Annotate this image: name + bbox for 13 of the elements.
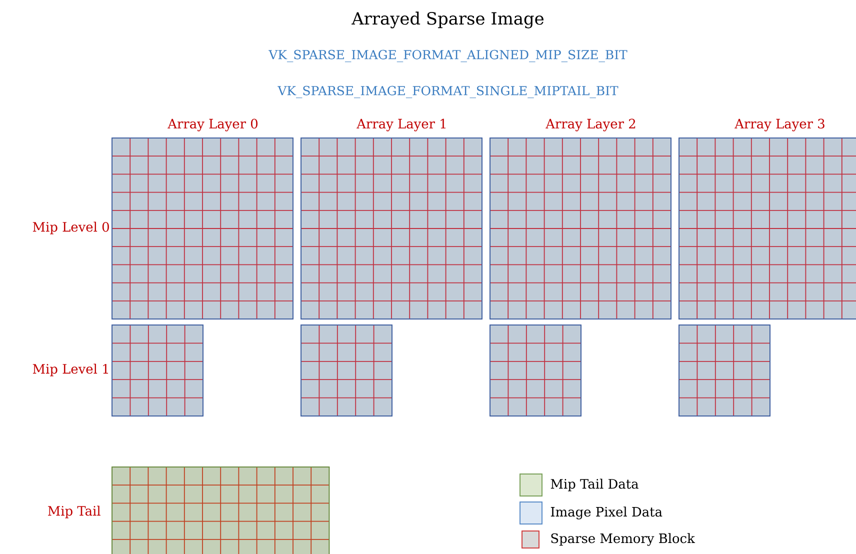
- flag-name: VK_SPARSE_IMAGE_FORMAT_ALIGNED_MIP_SIZE_BIT: [268, 50, 628, 62]
- flag-name: VK_SPARSE_IMAGE_FORMAT_SINGLE_MIPTAIL_BIT: [278, 86, 618, 98]
- legend-label: Mip Tail Data: [550, 478, 638, 492]
- title: Arrayed Sparse Image: [352, 12, 544, 28]
- row-label: Mip Level 1: [32, 364, 108, 376]
- row-label: Mip Tail: [48, 506, 100, 518]
- column-label: Array Layer 2: [546, 118, 636, 132]
- column-label: Array Layer 0: [168, 118, 258, 132]
- legend-label: Sparse Memory Block: [551, 533, 695, 546]
- column-label: Array Layer 1: [356, 118, 446, 132]
- row-label: Mip Level 0: [32, 222, 109, 234]
- column-label: Array Layer 3: [734, 118, 824, 132]
- legend-label: Image Pixel Data: [550, 506, 662, 520]
